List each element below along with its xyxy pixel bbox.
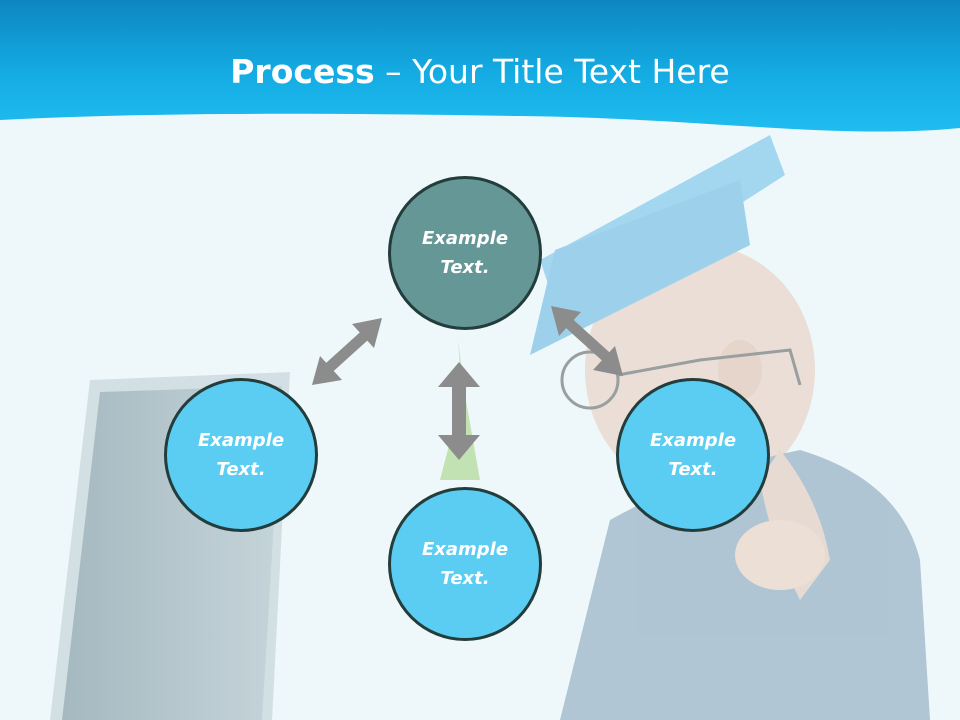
arrow-top-left xyxy=(312,318,382,385)
arrow-top-bottom xyxy=(438,362,480,460)
title-rest: – Your Title Text Here xyxy=(374,52,730,91)
header-band xyxy=(0,0,960,132)
node-top-line1: Example xyxy=(421,228,509,249)
node-right-line2: Text. xyxy=(668,459,718,480)
node-left-line1: Example xyxy=(197,430,285,451)
node-right-line1: Example xyxy=(649,430,737,451)
arrow-top-right xyxy=(551,306,623,376)
slide-title: Process – Your Title Text Here xyxy=(0,52,960,91)
node-bottom-line2: Text. xyxy=(440,568,490,589)
node-top-line2: Text. xyxy=(440,257,490,278)
title-bold: Process xyxy=(230,52,375,91)
node-left-line2: Text. xyxy=(216,459,266,480)
node-bottom-line1: Example xyxy=(421,539,509,560)
